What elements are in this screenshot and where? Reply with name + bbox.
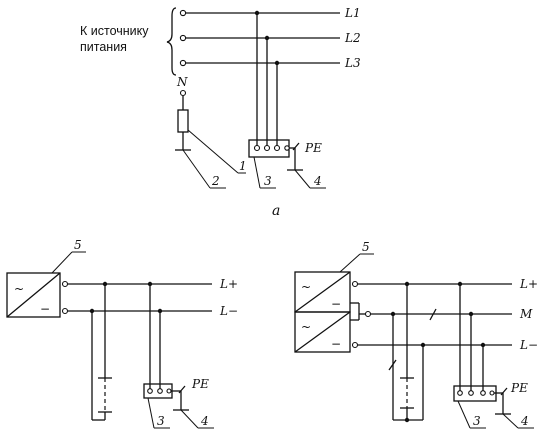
m-rail-tick	[429, 308, 437, 321]
callout-5: 5	[362, 240, 370, 254]
terminal-1	[253, 144, 261, 152]
l-minus-label: L−	[219, 304, 238, 318]
diagram-b-right: ~ − ~ − 5 L+ M L−	[294, 240, 538, 429]
source-label-line2: питания	[80, 40, 127, 54]
callout-1: 1	[239, 159, 247, 173]
minus-terminal	[61, 307, 69, 315]
callout-3: 3	[473, 414, 481, 428]
l-plus-label: L+	[519, 277, 538, 291]
callout-3: 3	[264, 174, 272, 188]
callout-4: 4	[200, 414, 209, 428]
terminal-minus	[480, 390, 486, 396]
pe-label: PE	[191, 377, 209, 391]
callout-4-leader	[502, 413, 519, 429]
diagram-a: К источнику питания L1 L2 L3 PE N	[80, 6, 361, 219]
terminal-minus	[157, 388, 163, 394]
l3-label: L3	[344, 56, 361, 70]
ac-symbol: ~	[14, 282, 24, 296]
l1-terminal	[179, 9, 187, 17]
plus-terminal	[61, 280, 69, 288]
terminal-mid	[468, 390, 474, 396]
diagram-b-left: ~ − 5 L+ L− PE 3	[6, 238, 238, 429]
callout-5-leader	[339, 253, 361, 273]
callout-4: 4	[313, 174, 322, 188]
l-plus-label: L+	[219, 277, 238, 291]
callout-4-leader	[180, 409, 199, 429]
pe-tick	[178, 385, 186, 394]
callout-5-leader	[51, 251, 73, 274]
dc-symbol: −	[40, 302, 50, 316]
caption-a: а	[272, 203, 280, 219]
source-brace	[166, 7, 177, 76]
callout-3-leader	[147, 397, 155, 429]
l1-label: L1	[344, 6, 361, 20]
callout-5: 5	[74, 238, 82, 252]
callout-4-leader	[294, 169, 311, 189]
callout-2: 2	[211, 174, 220, 188]
pe-label: PE	[304, 141, 322, 155]
l2-terminal	[179, 34, 187, 42]
pe-terminal	[284, 145, 290, 151]
ac-symbol-bottom: ~	[301, 320, 311, 334]
converter-top-diagonal	[294, 271, 351, 313]
callout-3-leader	[457, 400, 471, 429]
converter-bottom-diagonal	[294, 311, 351, 353]
callout-4: 4	[520, 414, 529, 428]
terminal-plus	[147, 388, 153, 394]
pe-label: PE	[510, 381, 528, 395]
mid-earth-tick	[388, 359, 397, 371]
neutral-label: N	[176, 75, 188, 89]
terminal-2	[263, 144, 271, 152]
ac-symbol-top: ~	[301, 280, 311, 294]
callout-1-leader	[187, 129, 239, 174]
callout-3: 3	[157, 414, 165, 428]
callout-2-leader	[182, 149, 211, 189]
converter-box-bottom	[294, 311, 351, 353]
neutral-terminal	[179, 89, 187, 97]
terminal-3	[273, 144, 281, 152]
dc-symbol-bottom: −	[331, 337, 341, 351]
pe-terminal	[489, 390, 495, 396]
terminal-plus	[457, 390, 463, 396]
l3-terminal	[179, 59, 187, 67]
pe-terminal	[166, 388, 172, 394]
converter-box	[6, 272, 61, 318]
l2-label: L2	[344, 31, 361, 45]
minus-terminal	[351, 341, 359, 349]
pe-tick	[500, 387, 508, 396]
earthing-resistor	[177, 109, 189, 133]
callout-3-leader	[253, 156, 261, 189]
converter-diagonal	[6, 272, 61, 318]
m-label: M	[519, 307, 533, 321]
l-minus-label: L−	[519, 338, 538, 352]
pe-tick	[292, 142, 300, 151]
mid-terminal	[364, 310, 372, 318]
source-label-line1: К источнику	[80, 24, 149, 38]
plus-terminal	[351, 280, 359, 288]
dc-symbol-top: −	[331, 297, 341, 311]
